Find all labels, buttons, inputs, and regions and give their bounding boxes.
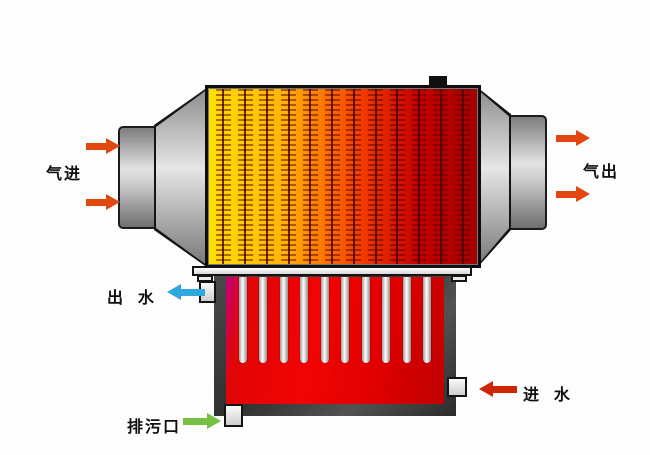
arrow-shaft xyxy=(183,417,207,425)
arrow-head-icon xyxy=(167,284,181,300)
finned-tube xyxy=(455,89,471,264)
water-tube xyxy=(259,277,268,364)
water-tube xyxy=(382,277,391,364)
outlet-cone-surface xyxy=(477,89,509,266)
arrow-shaft xyxy=(181,288,205,296)
gas-inlet-pipe xyxy=(118,126,156,229)
tank-liquid xyxy=(226,277,444,404)
water-out-label: 出 水 xyxy=(107,290,156,307)
water-tube xyxy=(300,277,309,364)
drain-arrow xyxy=(183,413,221,429)
finned-tube-field xyxy=(209,89,477,264)
gas-out-arrow-top xyxy=(556,130,590,146)
drain-label: 排污口 xyxy=(127,419,182,436)
shell-top-fitting xyxy=(429,76,447,88)
arrow-head-icon xyxy=(106,138,120,154)
finned-tube xyxy=(411,89,427,264)
arrow-shaft xyxy=(86,142,106,150)
water-inlet-fitting xyxy=(447,377,467,397)
tube-sheet-flange xyxy=(192,266,472,276)
gas-in-arrow-top xyxy=(86,138,120,154)
arrow-head-icon xyxy=(479,381,493,397)
water-out-arrow xyxy=(167,284,205,300)
arrow-shaft xyxy=(556,190,576,198)
gas-out-arrow-bottom xyxy=(556,186,590,202)
finned-tube xyxy=(302,89,318,264)
gas-out-label: 气出 xyxy=(583,164,620,181)
water-in-arrow xyxy=(479,381,517,397)
water-tube xyxy=(341,277,350,364)
arrow-head-icon xyxy=(576,130,590,146)
arrow-shaft xyxy=(86,198,106,206)
finned-tube xyxy=(259,89,275,264)
finned-tube xyxy=(368,89,384,264)
arrow-head-icon xyxy=(106,194,120,210)
water-tube xyxy=(423,277,432,364)
gas-in-arrow-bottom xyxy=(86,194,120,210)
water-in-label: 进 水 xyxy=(523,387,572,404)
water-tube xyxy=(402,277,411,364)
heat-exchanger-shell xyxy=(205,85,481,268)
arrow-head-icon xyxy=(207,413,221,429)
water-tube xyxy=(361,277,370,364)
water-tube xyxy=(238,277,247,364)
finned-tube xyxy=(324,89,340,264)
inlet-cone-surface xyxy=(156,89,208,266)
inlet-cone xyxy=(154,87,208,268)
arrow-shaft xyxy=(493,385,517,393)
water-tube xyxy=(320,277,329,364)
finned-tube xyxy=(215,89,231,264)
arrow-shaft xyxy=(556,134,576,142)
outlet-cone xyxy=(477,87,511,268)
water-tube xyxy=(279,277,288,364)
flange-tab-right xyxy=(451,275,467,282)
finned-tube xyxy=(389,89,405,264)
gas-in-label: 气进 xyxy=(46,166,83,183)
gas-outlet-pipe xyxy=(509,115,547,230)
finned-tube xyxy=(433,89,449,264)
finned-tube xyxy=(346,89,362,264)
drain-fitting xyxy=(224,404,243,427)
finned-tube xyxy=(237,89,253,264)
finned-tube xyxy=(281,89,297,264)
arrow-head-icon xyxy=(576,186,590,202)
water-tank xyxy=(214,275,456,416)
